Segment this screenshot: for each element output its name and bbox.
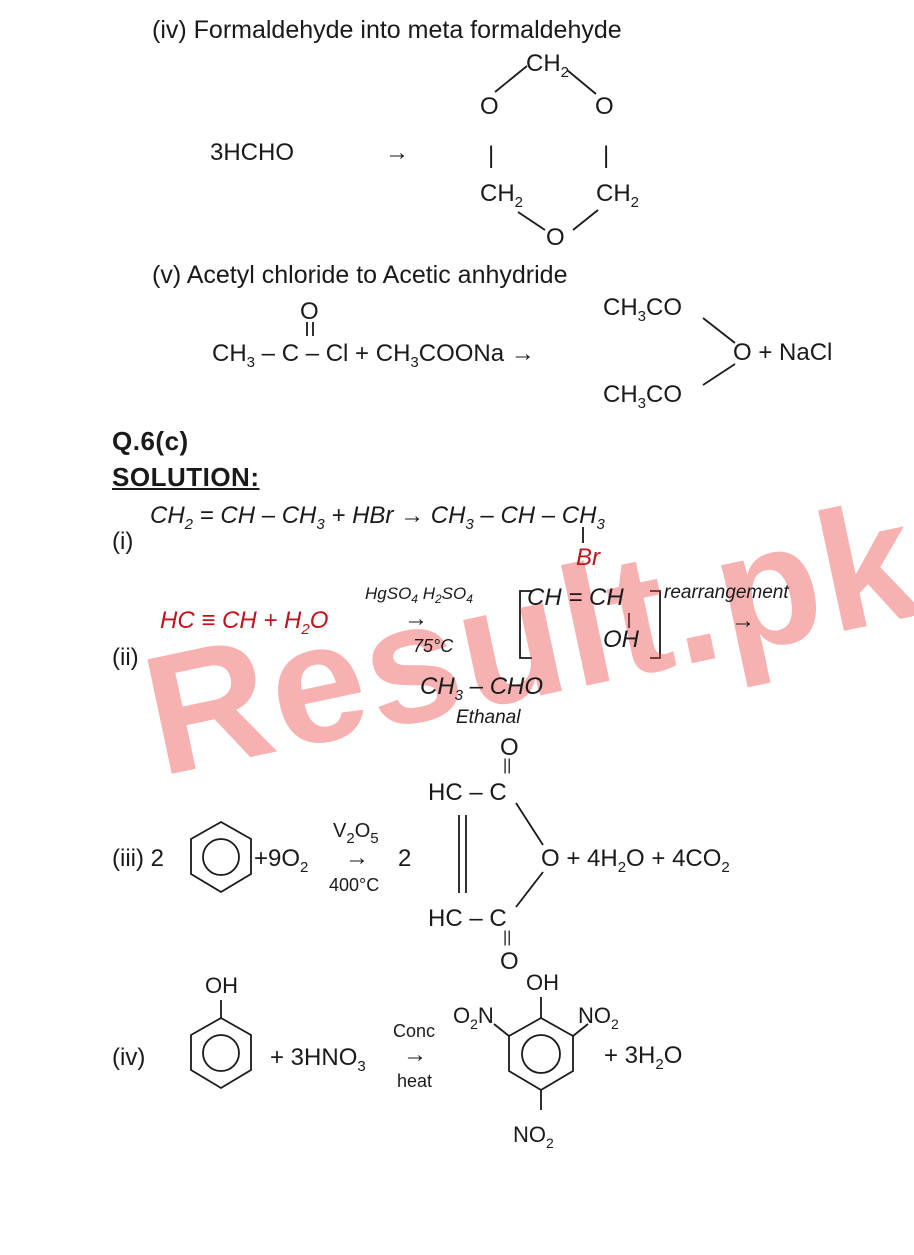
ring-o-left: O [480,93,499,120]
reaction-arrow: → [385,139,409,166]
step-i-number: (i) [112,528,134,555]
solution-heading: SOLUTION: [112,462,260,492]
enol-intermediate: CH = CH [527,584,624,611]
bond [572,209,599,231]
phenol-ring [190,1000,252,1090]
acyl-upper: CH3CO [603,294,683,325]
double-bond-top: || [503,757,512,774]
ring-o-bottom: O [546,224,565,251]
benzene-ring-iii [190,820,252,894]
no2-left: O2N [453,1003,494,1032]
bromine-substituent: Br [576,544,600,571]
no2-bottom: NO2 [513,1122,554,1151]
step-iii-arrow: → [345,844,369,871]
ring-o-right: O [595,93,614,120]
step-ii-reactants: HC ≡ CH + H2O [160,607,329,638]
catalyst-v2o5: V2O5 [333,820,379,847]
section-title-v: (v) Acetyl chloride to Acetic anhydride [152,261,568,289]
picric-oh: OH [526,970,559,995]
no2-right: NO2 [578,1003,619,1032]
acetyl-equation: CH3 – C – Cl + CH3COONa → [212,340,535,371]
ring-ch2-left: CH2 [480,180,524,211]
bond [702,363,736,386]
ring-ch2-right: CH2 [596,180,640,211]
ethanal-formula: CH3 – CHO [420,673,544,704]
maleic-coefficient: 2 [398,845,412,872]
bond [517,211,546,231]
rearrangement-label: rearrangement [664,582,789,603]
carbonyl-o-bottom: O [500,948,519,975]
step-iii-temperature: 400°C [329,875,380,895]
nitric-acid: + 3HNO3 [270,1044,366,1075]
ring-ch2-top: CH2 [526,50,570,81]
enol-oh: OH [603,626,639,653]
rearrangement-arrow: → [731,607,755,634]
bond [702,317,736,344]
section-title-iv: (iv) Formaldehyde into meta formaldehyde [152,16,622,44]
phenol-oh: OH [205,973,238,998]
step-iv-number: (iv) [112,1044,146,1071]
oxygen-reagent: +9O2 [254,845,309,876]
bond [515,802,544,846]
step-i-equation: CH2 = CH – CH3 + HBr → CH3 – CH – CH3 [150,502,605,533]
hc-c-bottom: HC – C [428,905,507,932]
anhydride-product: O + NaCl [733,339,833,366]
water-product: + 3H2O [604,1042,683,1073]
ethanal-name: Ethanal [456,707,521,728]
question-label: Q.6(c) [112,426,189,456]
carbonyl-o: O [300,298,319,325]
carbonyl-o-top: O [500,734,519,761]
conc-label: Conc [393,1021,436,1041]
bond [566,69,597,95]
bracket-left [519,590,532,659]
picric-acid-ring [493,997,589,1110]
step-ii-arrow: → [404,605,428,632]
heat-label: heat [397,1071,433,1091]
step-iii-products: O + 4H2O + 4CO2 [541,845,730,876]
ring-bond-left: | [488,142,495,169]
step-iii-number: (iii) 2 [112,845,164,872]
bond [494,65,528,93]
bracket-right [650,590,661,659]
step-ii-temperature: 75°C [413,636,454,656]
hc-c-top: HC – C [428,779,507,806]
double-bond-bottom: || [503,929,512,946]
reactant-3hcho: 3HCHO [210,139,295,166]
step-iv-arrow: → [403,1041,427,1068]
acyl-lower: CH3CO [603,381,683,412]
ring-bond-right: | [603,142,610,169]
bond [515,871,544,908]
catalyst-hgso4-h2so4: HgSO4 H2SO4 [365,584,473,606]
step-ii-number: (ii) [112,644,139,671]
